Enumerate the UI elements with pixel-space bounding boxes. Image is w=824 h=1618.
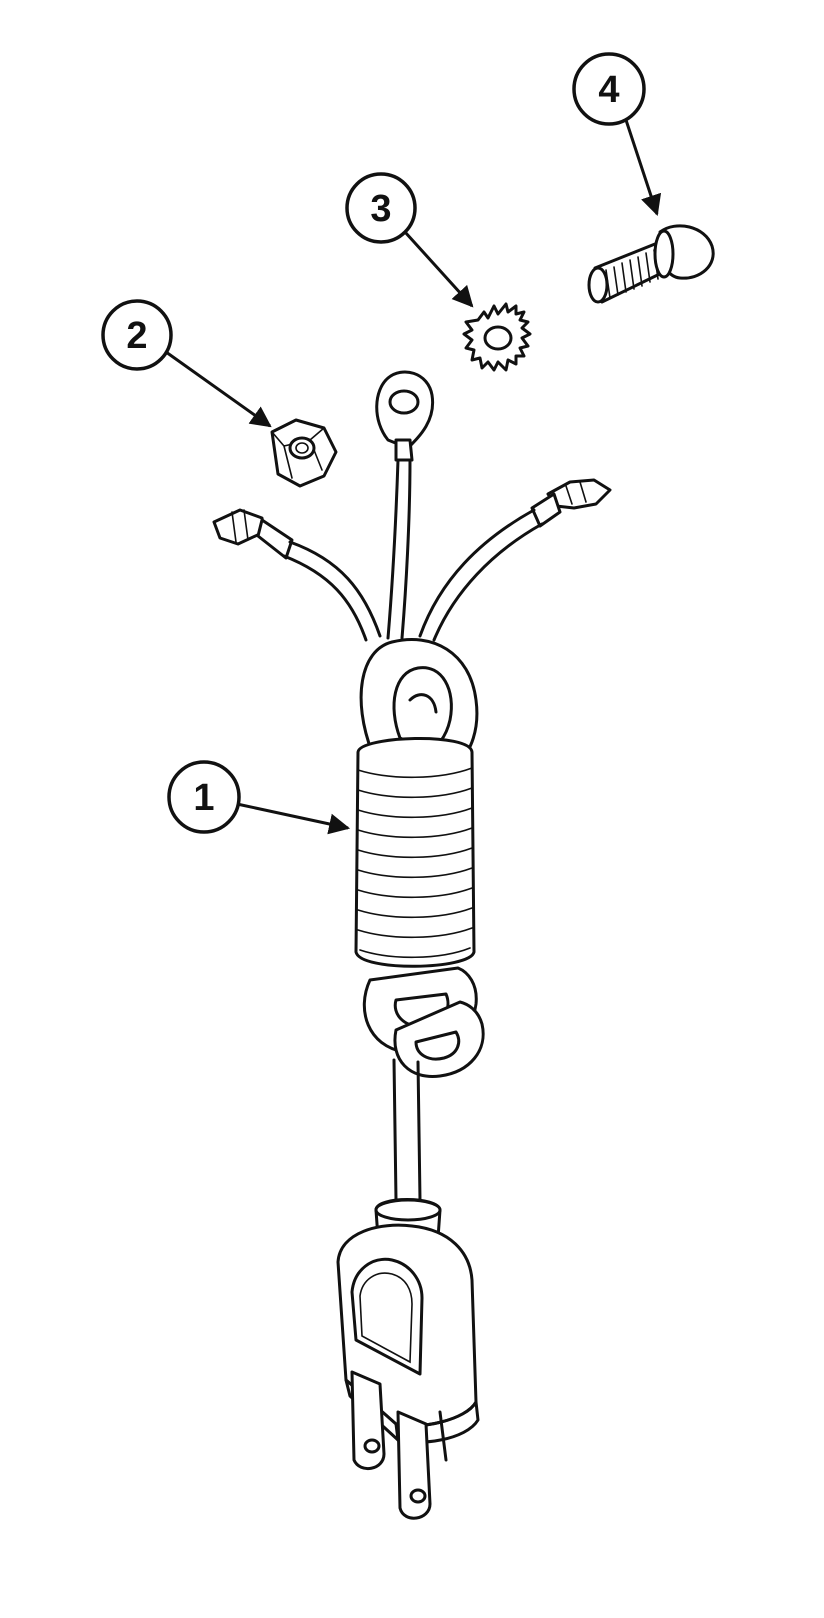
leader-arrow-3: [403, 230, 474, 308]
leader-arrow-2: [165, 350, 272, 428]
leader-arrow-1: [236, 802, 351, 835]
callout-label-2: 2: [126, 315, 147, 357]
callout-label-4: 4: [598, 69, 619, 111]
star-washer-part: [462, 302, 532, 372]
plug: [336, 1223, 480, 1520]
screw-part: [587, 224, 715, 304]
hex-nut-part: [270, 418, 338, 488]
callout-2: 2: [101, 299, 272, 428]
callout-1: 1: [167, 760, 351, 835]
callout-3: 3: [345, 172, 474, 308]
leader-arrow-4: [624, 119, 662, 216]
coil-wraps: [354, 736, 476, 968]
callout-4: 4: [572, 52, 662, 216]
callout-label-1: 1: [193, 777, 214, 819]
power-cord-harness-part: [212, 370, 612, 1520]
callout-label-3: 3: [370, 188, 391, 230]
